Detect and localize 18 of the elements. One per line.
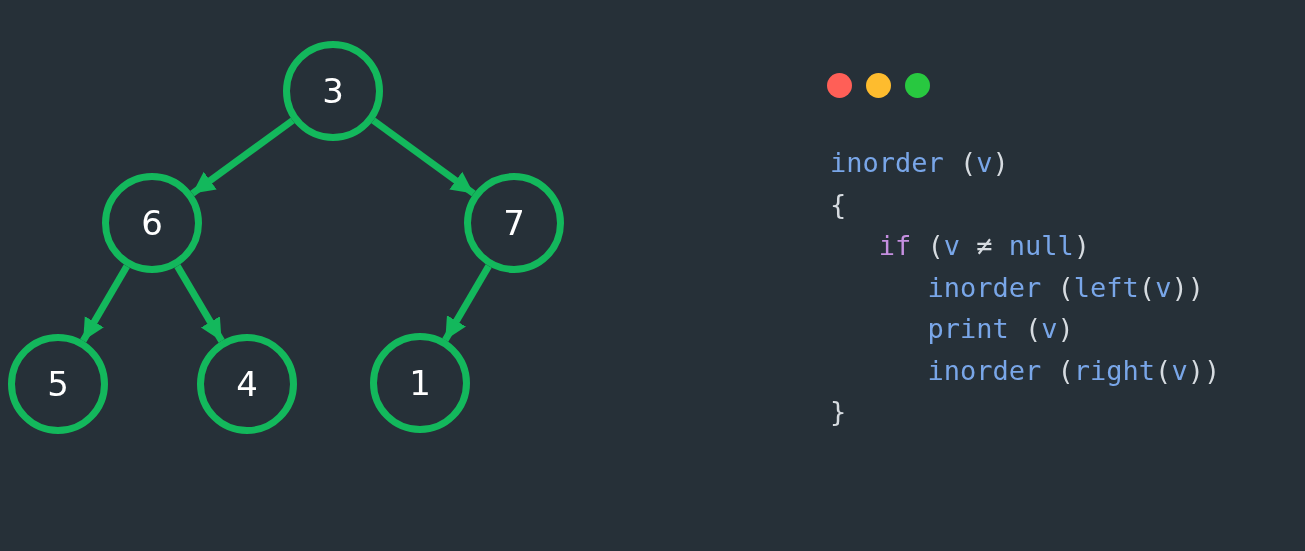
node-value: 5 — [47, 367, 69, 401]
node-value: 7 — [503, 206, 525, 240]
code-line: inorder (v) — [830, 147, 1009, 179]
code-line: inorder (right(v)) — [927, 354, 1221, 387]
arrow — [442, 264, 492, 342]
arrow — [371, 117, 476, 197]
node-value: 1 — [409, 366, 431, 400]
code-line: } — [830, 396, 847, 428]
node-value: 4 — [236, 367, 258, 401]
code-line: print (v) — [927, 313, 1074, 345]
code-line: if (v ≠ null) — [878, 230, 1091, 262]
arrow — [190, 117, 295, 197]
code-line: inorder (left(v)) — [927, 271, 1204, 304]
arrow — [174, 264, 225, 343]
code-line: { — [830, 188, 847, 221]
node-value: 3 — [322, 74, 344, 108]
arrow — [80, 264, 130, 343]
node-value: 6 — [141, 206, 163, 240]
